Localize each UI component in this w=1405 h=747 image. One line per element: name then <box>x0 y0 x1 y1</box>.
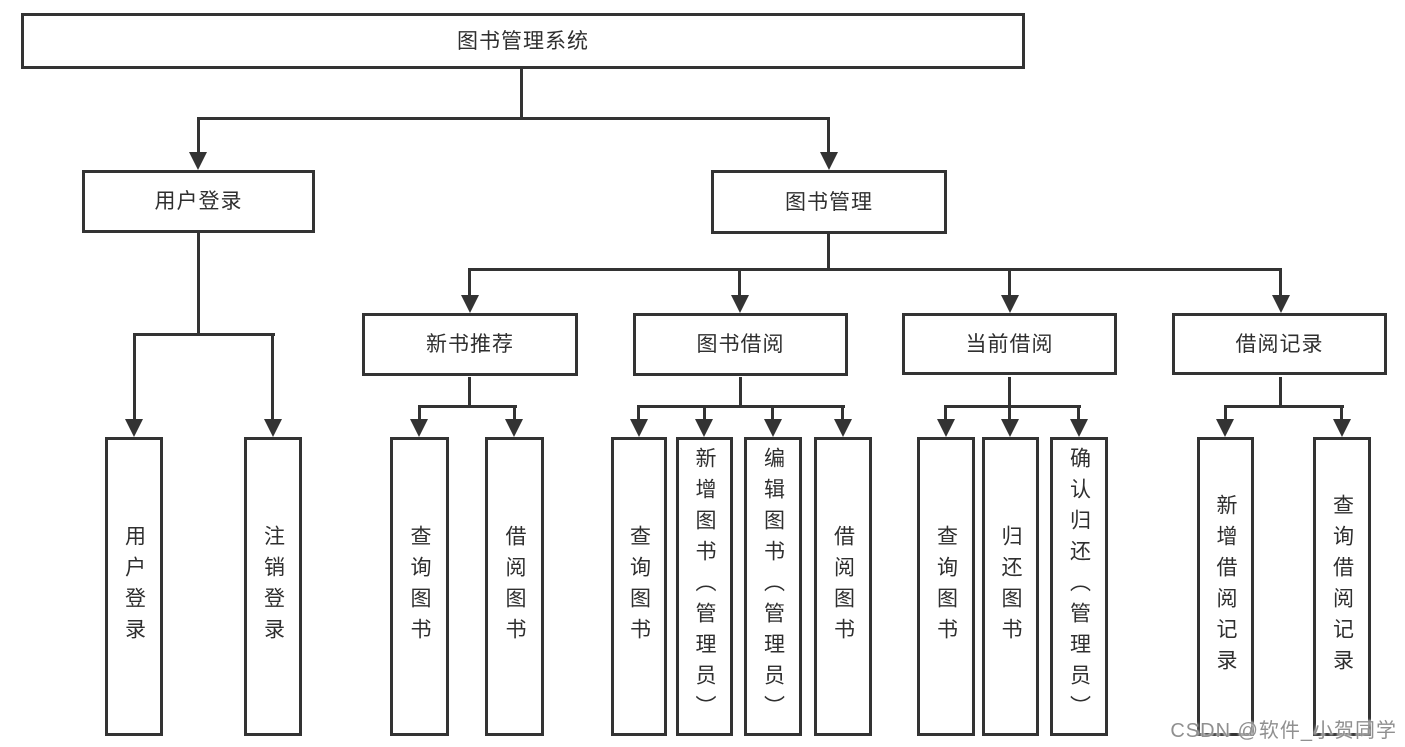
connector-line <box>944 405 1081 408</box>
leaf-add-borrow-record-label: 新增借阅记录 <box>1214 493 1237 680</box>
leaf-edit-book-admin: 编辑图书（管理员） <box>744 437 802 736</box>
arrowhead-icon <box>695 419 713 437</box>
connector-line <box>1279 268 1282 297</box>
connector-line <box>418 405 517 408</box>
leaf-query-book-current: 查询图书 <box>917 437 975 736</box>
connector-line <box>133 333 136 421</box>
connector-line <box>468 377 471 408</box>
arrowhead-icon <box>461 295 479 313</box>
connector-line <box>1279 377 1282 408</box>
connector-line <box>1008 268 1011 297</box>
leaf-query-book-recommend-label: 查询图书 <box>408 524 431 649</box>
arrowhead-icon <box>264 419 282 437</box>
connector-line <box>738 268 741 297</box>
arrowhead-icon <box>820 152 838 170</box>
connector-line <box>771 405 774 422</box>
connector-line <box>944 405 947 422</box>
node-book-borrowing: 图书借阅 <box>633 313 848 376</box>
node-borrowing-records: 借阅记录 <box>1172 313 1387 375</box>
connector-line <box>703 405 706 422</box>
node-borrowing-records-label: 借阅记录 <box>1235 332 1324 356</box>
arrowhead-icon <box>505 419 523 437</box>
leaf-add-borrow-record: 新增借阅记录 <box>1197 437 1254 736</box>
node-new-book-recommend-label: 新书推荐 <box>426 333 514 356</box>
connector-line <box>1008 405 1011 422</box>
arrowhead-icon <box>1333 419 1351 437</box>
arrowhead-icon <box>189 152 207 170</box>
arrowhead-icon <box>1001 295 1019 313</box>
leaf-user-login: 用户登录 <box>105 437 163 736</box>
arrowhead-icon <box>834 419 852 437</box>
arrowhead-icon <box>1272 295 1290 313</box>
connector-line <box>468 268 471 297</box>
connector-line <box>1077 405 1080 422</box>
connector-line <box>197 233 200 336</box>
node-book-borrowing-label: 图书借阅 <box>696 333 785 356</box>
node-root: 图书管理系统 <box>21 13 1025 69</box>
connector-line <box>418 405 421 422</box>
connector-line <box>1224 405 1227 422</box>
node-book-management: 图书管理 <box>711 170 947 234</box>
leaf-confirm-return-admin-label: 确认归还（管理员） <box>1067 447 1091 726</box>
node-current-borrowing-label: 当前借阅 <box>965 332 1054 356</box>
arrowhead-icon <box>764 419 782 437</box>
leaf-logout: 注销登录 <box>244 437 302 736</box>
leaf-confirm-return-admin: 确认归还（管理员） <box>1050 437 1108 736</box>
connector-line <box>739 377 742 408</box>
connector-line <box>468 268 1282 271</box>
connector-line <box>513 405 516 422</box>
leaf-logout-label: 注销登录 <box>261 524 285 649</box>
connector-line <box>520 68 523 119</box>
node-user-login-label: 用户登录 <box>154 190 243 213</box>
connector-line <box>197 117 830 120</box>
arrowhead-icon <box>1216 419 1234 437</box>
connector-line <box>1340 405 1343 422</box>
connector-line <box>827 117 830 154</box>
arrowhead-icon <box>731 295 749 313</box>
leaf-add-book-admin: 新增图书（管理员） <box>676 437 733 736</box>
leaf-query-book-recommend: 查询图书 <box>390 437 449 736</box>
arrowhead-icon <box>630 419 648 437</box>
leaf-query-book-borrowing-label: 查询图书 <box>627 524 651 649</box>
leaf-borrow-book-label: 借阅图书 <box>831 524 855 649</box>
node-root-label: 图书管理系统 <box>457 29 589 53</box>
connector-line <box>637 405 640 422</box>
arrowhead-icon <box>1070 419 1088 437</box>
csdn-watermark: CSDN @软件_小贺同学 <box>1170 720 1397 742</box>
leaf-add-book-admin-label: 新增图书（管理员） <box>693 447 716 726</box>
connector-line <box>841 405 844 422</box>
arrowhead-icon <box>937 419 955 437</box>
leaf-return-book-label: 归还图书 <box>999 524 1022 649</box>
connector-line <box>133 333 275 336</box>
leaf-query-book-current-label: 查询图书 <box>934 524 958 649</box>
leaf-borrow-book-recommend-label: 借阅图书 <box>503 524 526 649</box>
connector-line <box>637 405 845 408</box>
connector-line <box>1224 405 1344 408</box>
leaf-edit-book-admin-label: 编辑图书（管理员） <box>761 447 785 726</box>
leaf-borrow-book: 借阅图书 <box>814 437 872 736</box>
leaf-query-borrow-record: 查询借阅记录 <box>1313 437 1371 736</box>
leaf-borrow-book-recommend: 借阅图书 <box>485 437 544 736</box>
node-current-borrowing: 当前借阅 <box>902 313 1117 375</box>
connector-line <box>271 333 274 421</box>
connector-line <box>827 234 830 271</box>
leaf-query-book-borrowing: 查询图书 <box>611 437 667 736</box>
arrowhead-icon <box>1001 419 1019 437</box>
node-book-management-label: 图书管理 <box>785 190 873 214</box>
leaf-return-book: 归还图书 <box>982 437 1039 736</box>
node-user-login: 用户登录 <box>82 170 315 233</box>
leaf-query-borrow-record-label: 查询借阅记录 <box>1330 493 1354 680</box>
node-new-book-recommend: 新书推荐 <box>362 313 578 376</box>
arrowhead-icon <box>410 419 428 437</box>
connector-line <box>1008 377 1011 408</box>
arrowhead-icon <box>125 419 143 437</box>
connector-line <box>197 117 200 154</box>
leaf-user-login-label: 用户登录 <box>122 524 146 649</box>
